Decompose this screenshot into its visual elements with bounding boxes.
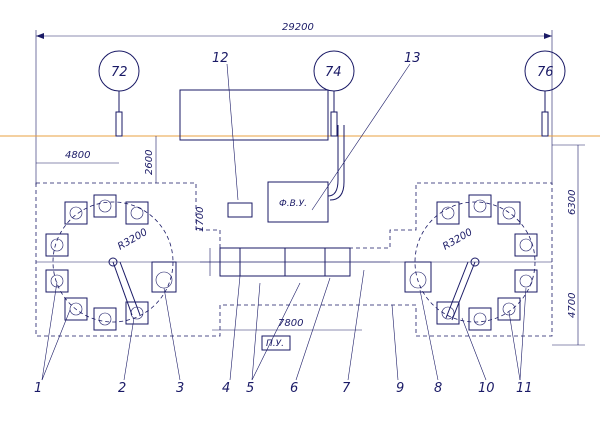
pu-box xyxy=(261,335,291,351)
radius-right: R3200 xyxy=(441,227,475,253)
pu-label: П.У. xyxy=(266,339,284,349)
callout-2: 2 xyxy=(118,381,126,396)
callout-5: 5 xyxy=(246,381,254,396)
dim-7800: 7800 xyxy=(278,318,303,329)
radius-left: R3200 xyxy=(116,227,150,253)
building-outline xyxy=(35,182,553,337)
circle-72: 72 xyxy=(98,50,140,137)
dim-4700: 4700 xyxy=(567,293,578,318)
fvu-label: Ф.В.У. xyxy=(279,199,307,209)
circle-72-label: 72 xyxy=(111,65,128,80)
callout-9: 9 xyxy=(396,381,404,396)
left-carousel: R3200 xyxy=(45,194,177,331)
callout-12: 12 xyxy=(212,51,229,66)
callout-7: 7 xyxy=(342,381,351,396)
dim-6300: 6300 xyxy=(567,190,578,215)
overall-dimension-label: 29200 xyxy=(282,22,314,33)
circle-74: 74 xyxy=(313,50,355,137)
right-carousel: R3200 xyxy=(404,194,538,331)
storage-area xyxy=(179,89,329,141)
dim-2600: 2600 xyxy=(144,150,155,175)
box-12 xyxy=(227,202,253,218)
fvu-box xyxy=(267,181,329,223)
callout-11: 11 xyxy=(516,381,533,396)
callout-1: 1 xyxy=(34,381,42,396)
dim-1700: 1700 xyxy=(195,207,206,232)
circle-74-label: 74 xyxy=(325,65,342,80)
circle-76-label: 76 xyxy=(537,65,554,80)
circle-76: 76 xyxy=(524,50,566,137)
callout-4: 4 xyxy=(222,381,230,396)
callout-13: 13 xyxy=(404,51,421,66)
callout-8: 8 xyxy=(434,381,442,396)
dim-4800: 4800 xyxy=(65,150,90,161)
callout-3: 3 xyxy=(176,381,184,396)
callout-10: 10 xyxy=(478,381,495,396)
callout-6: 6 xyxy=(290,381,298,396)
